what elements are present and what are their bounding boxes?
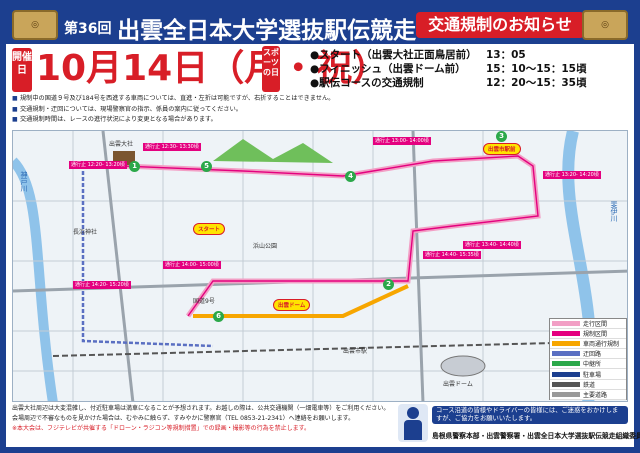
map-legend: 走行区間 規制区間 車両通行規制 迂回路 中継所 駐車場 鉄道 主要道路	[549, 318, 627, 400]
pill-start: スタート	[193, 223, 226, 235]
legend-item: 駐車場	[550, 369, 626, 380]
label-hiikawa: 斐伊川	[610, 201, 618, 222]
checkpoint-5: 5	[201, 161, 212, 172]
schedule-row: ●フィニッシュ（出雲ドーム前）15：10～15：15頃	[310, 63, 587, 75]
legend-item: 規制区間	[550, 329, 626, 340]
label-dome: 出雲ドーム	[443, 381, 473, 388]
legend-swatch	[552, 351, 580, 357]
legend-swatch	[552, 331, 580, 337]
restriction-time-box: 通行止 13:20- 14:20頃	[543, 171, 601, 179]
sport-day-badge: スポーツの日	[262, 46, 280, 92]
course-map[interactable]: 出雲大社 出雲ドーム 出雲市駅 浜山公園 国道9号 長浜神社 神戸川 斐伊川 出…	[12, 130, 628, 402]
header-bar: ◎ 第36回 出雲全日本大学選抜駅伝競走 交通規制のお知らせ ◎	[6, 6, 634, 44]
label-route9: 国道9号	[193, 298, 215, 305]
bullet-item: 交通規制時間は、レースの進行状況により変更となる場合があります。	[12, 115, 472, 126]
restriction-time-box: 通行止 14:40- 15:35頃	[423, 251, 481, 259]
checkpoint-3: 3	[496, 131, 507, 142]
map-canvas	[13, 131, 627, 401]
sponsor-line: 島根県警察本部・出雲警察署・出雲全日本大学選抜駅伝競走組織委員会	[432, 432, 640, 440]
footer-notes: 出雲大社周辺は大変混雑し、付近駐車場は満車になることが予想されます。お越しの際は…	[12, 404, 412, 434]
notice-badge: 交通規制のお知らせ	[416, 12, 584, 38]
legend-swatch	[552, 361, 580, 367]
info-bullets: 規制中の国道９号及び184号を西進する車両については、直進・左折は可能ですが、右…	[12, 94, 472, 126]
legend-swatch	[552, 341, 580, 347]
edition-label: 第36回	[64, 21, 112, 37]
restriction-route	[122, 155, 539, 317]
legend-swatch	[552, 381, 580, 387]
logo-emblem-left: ◎	[12, 10, 58, 40]
event-date: 10月14日（月・祝）	[36, 48, 389, 89]
footer-note-1: 出雲大社周辺は大変混雑し、付近駐車場は満車になることが予想されます。お越しの際は…	[12, 405, 390, 412]
legend-item: 車両通行規制	[550, 339, 626, 350]
bullet-item: 交通規制・迂回については、現場警察官の指示、係員の案内に従ってください。	[12, 105, 472, 116]
footer-note-3: ※本大会は、フジテレビが共催する「ドローン・ラジコン等規制措置」での録画・撮影等…	[12, 425, 311, 432]
schedule-list: ●スタート（出雲大社正面鳥居前）13：05 ●フィニッシュ（出雲ドーム前）15：…	[310, 48, 586, 90]
pill-station: 出雲市駅前	[483, 143, 521, 155]
label-ekimae: 出雲市駅	[343, 348, 368, 355]
footer-note-2: 会場周辺で不審なものを見かけた場合は、むやみに触らず、すみやかに警察官（TEL …	[12, 415, 355, 422]
cooperation-callout: コース沿道の皆様やドライバーの皆様には、ご迷惑をおかけしますが、ご協力をお願いい…	[432, 406, 628, 424]
checkpoint-1: 1	[129, 161, 140, 172]
legend-item: 鉄道	[550, 380, 626, 390]
legend-swatch	[552, 391, 580, 397]
hills-taisha	[213, 139, 333, 163]
railway	[52, 340, 627, 357]
legend-item: 主要道路	[550, 390, 626, 400]
restriction-time-box: 通行止 12:20- 13:20頃	[69, 161, 127, 169]
checkpoint-6: 6	[213, 311, 224, 322]
police-mascot-icon	[398, 404, 428, 442]
label-kandogawa: 神戸川	[20, 171, 28, 192]
restriction-time-box: 通行止 12:30- 13:30頃	[143, 143, 201, 151]
legend-item: 中継所	[550, 359, 626, 370]
label-jinjya: 長浜神社	[73, 229, 98, 236]
vehicle-restriction-route	[193, 284, 409, 318]
legend-swatch	[552, 321, 580, 327]
title-text: 出雲全日本大学選抜駅伝競走	[117, 18, 417, 44]
event-title: 第36回 出雲全日本大学選抜駅伝競走	[64, 11, 416, 45]
bullet-item: 規制中の国道９号及び184号を西進する車両については、直進・左折は可能ですが、右…	[12, 94, 472, 105]
checkpoint-2: 2	[383, 279, 394, 290]
kaisai-badge: 開催日	[12, 48, 32, 92]
restriction-time-box: 通行止 13:00- 14:00頃	[373, 137, 431, 145]
river-west	[13, 157, 58, 401]
detour-route	[81, 171, 214, 348]
restriction-time-box: 通行止 13:40- 14:40頃	[463, 241, 521, 249]
course-route	[122, 153, 541, 318]
schedule-row: ●スタート（出雲大社正面鳥居前）13：05	[310, 49, 526, 61]
minor-roads	[13, 131, 627, 401]
legend-item: 迂回路	[550, 349, 626, 360]
label-hamayama: 浜山公園	[253, 243, 278, 250]
label-taisha: 出雲大社	[109, 141, 134, 148]
restriction-time-box: 通行止 14:00- 15:00頃	[163, 261, 221, 269]
checkpoint-4: 4	[345, 171, 356, 182]
pill-dome: 出雲ドーム	[273, 299, 311, 311]
dome-building	[440, 355, 486, 377]
legend-swatch	[552, 371, 580, 377]
legend-item: 走行区間	[550, 319, 626, 330]
restriction-time-box: 通行止 14:20- 15:20頃	[73, 281, 131, 289]
logo-emblem-right: ◎	[582, 10, 628, 40]
